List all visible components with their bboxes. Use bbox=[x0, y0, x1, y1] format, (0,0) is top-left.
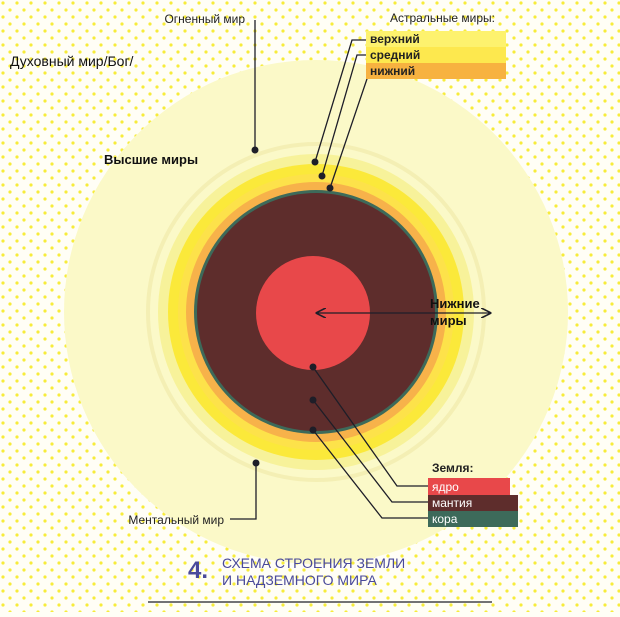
lower-worlds-label-line1: Нижние bbox=[430, 296, 480, 311]
caption-line1: СХЕМА СТРОЕНИЯ ЗЕМЛИ bbox=[222, 555, 405, 571]
caption-line2: И НАДЗЕМНОГО МИРА bbox=[222, 572, 378, 588]
caption-number: 4. bbox=[188, 557, 208, 584]
astral-lower-dot bbox=[326, 184, 334, 192]
mantle-leader bbox=[312, 399, 428, 503]
mantle-dot bbox=[309, 396, 317, 404]
astral-middle-leader bbox=[321, 54, 366, 177]
fiery-world-label: Огненный мир bbox=[164, 12, 245, 26]
astral-legend-title: Астральные миры: bbox=[390, 11, 495, 25]
earth-core bbox=[256, 256, 370, 370]
fiery-world-dot bbox=[251, 146, 259, 154]
astral-middle-dot bbox=[318, 172, 326, 180]
mantle-swatch bbox=[428, 495, 518, 511]
astral-upper-label: верхний bbox=[370, 32, 420, 46]
astral-lower-swatch bbox=[366, 63, 506, 79]
core-leader bbox=[312, 366, 428, 487]
astral-upper-dot bbox=[311, 158, 319, 166]
astral-lower-label: нижний bbox=[370, 64, 415, 78]
astral-middle-label: средний bbox=[370, 48, 420, 62]
core-dot bbox=[309, 363, 317, 371]
lower-worlds-label-line2: миры bbox=[430, 313, 467, 328]
core-swatch bbox=[428, 478, 510, 495]
higher-worlds-label: Высшие миры bbox=[104, 152, 198, 167]
spiritual-world-label: Духовный мир/Бог/ bbox=[10, 53, 134, 69]
astral-upper-leader bbox=[314, 39, 366, 163]
crust-leader bbox=[312, 429, 428, 519]
mental-world-label: Ментальный мир bbox=[128, 513, 224, 527]
crust-swatch bbox=[428, 511, 518, 527]
crust-label: кора bbox=[432, 512, 458, 526]
earth-legend-title: Земля: bbox=[432, 461, 474, 475]
mantle-label: мантия bbox=[432, 496, 472, 510]
core-label: ядро bbox=[432, 480, 459, 494]
mental-world-dot bbox=[252, 459, 260, 467]
crust-dot bbox=[309, 426, 317, 434]
mental-world-leader bbox=[230, 463, 257, 520]
astral-middle-swatch bbox=[366, 47, 506, 63]
astral-upper-swatch bbox=[366, 31, 506, 47]
